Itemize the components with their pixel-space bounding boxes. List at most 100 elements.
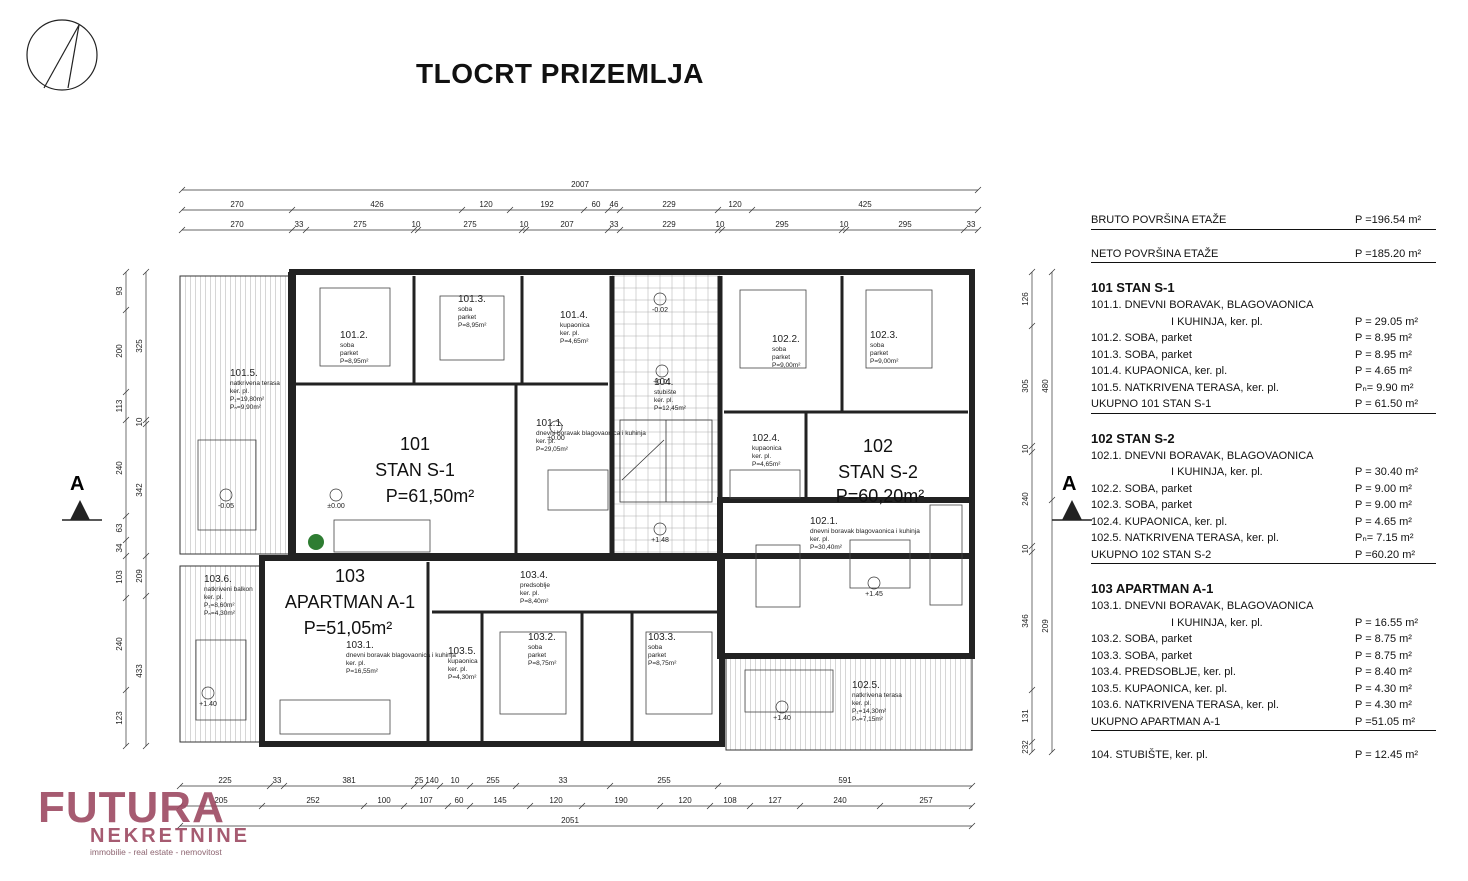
terrace-101-5 [179,275,293,555]
furniture [195,287,963,735]
svg-text:soba: soba [458,306,472,313]
level-marks: ±0.00-0.05±0.00+0.01-0.02+1.48+1.45+1.40… [199,292,883,722]
legend-row: 101.4. KUPAONICA, ker. pl.P = 4.65 m² [1091,365,1412,377]
dimension-total-top: 2007 [571,180,589,189]
svg-text:±0.00: ±0.00 [547,435,565,442]
svg-text:P=4,30m²: P=4,30m² [448,674,477,681]
svg-text:ker. pl.: ker. pl. [520,590,539,597]
dimension-label: 33 [559,776,568,785]
svg-text:P=30,40m²: P=30,40m² [810,544,843,551]
svg-text:ker. pl.: ker. pl. [204,594,223,601]
unit-101-name: STAN S-1 [375,460,455,480]
svg-text:P=8,75m²: P=8,75m² [648,660,677,667]
section-letter-left: A [70,473,84,495]
legend-row: 102.4. KUPAONICA, ker. pl.P = 4.65 m² [1091,515,1412,528]
dimension-label: 295 [775,220,789,229]
svg-text:101.4.: 101.4. [560,310,588,321]
svg-text:soba: soba [870,342,884,349]
svg-text:+1.40: +1.40 [199,701,217,708]
level-mark: +1.40 [199,686,217,708]
dimension-label: 120 [479,200,493,209]
unit-102-number: 102 [863,436,893,456]
dimension-label: 10 [451,776,460,785]
svg-text:101.3.: 101.3. [458,294,486,305]
svg-text:ker. pl.: ker. pl. [536,438,555,445]
walls [259,269,975,747]
unit-101-number: 101 [400,434,430,454]
dimension-label: 209 [135,569,144,583]
legend-row: 101.1. DNEVNI BORAVAK, BLAGOVAONICA [1091,299,1314,311]
svg-text:ker. pl.: ker. pl. [346,660,365,667]
staircase-tiles [612,272,720,554]
dimension-lines [122,186,1056,830]
svg-text:parket: parket [870,350,888,357]
dimension-label: 60 [592,200,601,209]
terrace-102-5 [725,655,973,751]
svg-text:P=8,95m²: P=8,95m² [458,322,487,329]
dimension-label: 63 [115,523,124,532]
dimension-label: 305 [1021,379,1030,393]
svg-text:natkriveni balkon: natkriveni balkon [204,586,253,593]
svg-text:soba: soba [772,346,786,353]
room-labels: 101.2.sobaparketP=8,95m²101.3.sobaparket… [204,294,920,723]
svg-text:+0.01: +0.01 [653,379,671,386]
svg-text:103.6.: 103.6. [204,574,232,585]
dimension-label: 107 [419,796,433,805]
svg-text:104.: 104. [654,377,673,388]
svg-text:parket: parket [340,350,358,357]
svg-text:102.4.: 102.4. [752,433,780,444]
svg-text:Pₙ=9,90m²: Pₙ=9,90m² [230,404,262,411]
dimension-label: 240 [1021,492,1030,506]
dimension-label: 10 [1021,544,1030,553]
dimension-label: 103 [115,570,124,584]
logo-subword: NEKRETNINE [90,825,251,847]
svg-text:+1.48: +1.48 [651,537,669,544]
svg-text:102.2.: 102.2. [772,334,800,345]
svg-text:P=9,00m²: P=9,00m² [772,362,801,369]
dimension-label: 126 [1021,292,1030,306]
logo-tagline: immobilie - real estate - nemovitost [90,847,222,857]
dimension-label: 433 [135,664,144,678]
svg-text:ker. pl.: ker. pl. [560,330,579,337]
dimension-label: 123 [115,711,124,725]
svg-text:P=8,40m²: P=8,40m² [520,598,549,605]
dimension-label: 46 [610,200,619,209]
svg-text:103.5.: 103.5. [448,646,476,657]
svg-text:ker. pl.: ker. pl. [852,700,871,707]
level-mark: ±0.00 [547,420,565,442]
dimension-label: 255 [657,776,671,785]
legend-row: I KUHINJA, ker. pl.P = 29.05 m² [1171,315,1419,328]
level-mark: +0.01 [653,364,671,386]
dimension-label: 60 [455,796,464,805]
dimension-label: 255 [486,776,500,785]
plant-icon [308,534,324,550]
svg-text:103.3.: 103.3. [648,632,676,643]
legend-row: I KUHINJA, ker. pl.P = 16.55 m² [1171,616,1419,629]
dimension-label: 10 [716,220,725,229]
svg-text:P₁=8,60m²: P₁=8,60m² [204,602,235,609]
dimension-label: 113 [115,399,124,412]
dimension-label: 10 [520,220,529,229]
dimension-label: 34 [115,543,124,552]
dimension-label: 325 [135,339,144,353]
svg-text:soba: soba [648,644,662,651]
unit-labels: 101 STAN S-1 P=61,50m² 102 STAN S-2 P=60… [285,434,924,638]
legend-row: 103.6. NATKRIVENA TERASA, ker. pl.P = 4.… [1091,699,1412,711]
dimension-label: 10 [1021,444,1030,453]
dimension-label: 100 [377,796,391,805]
